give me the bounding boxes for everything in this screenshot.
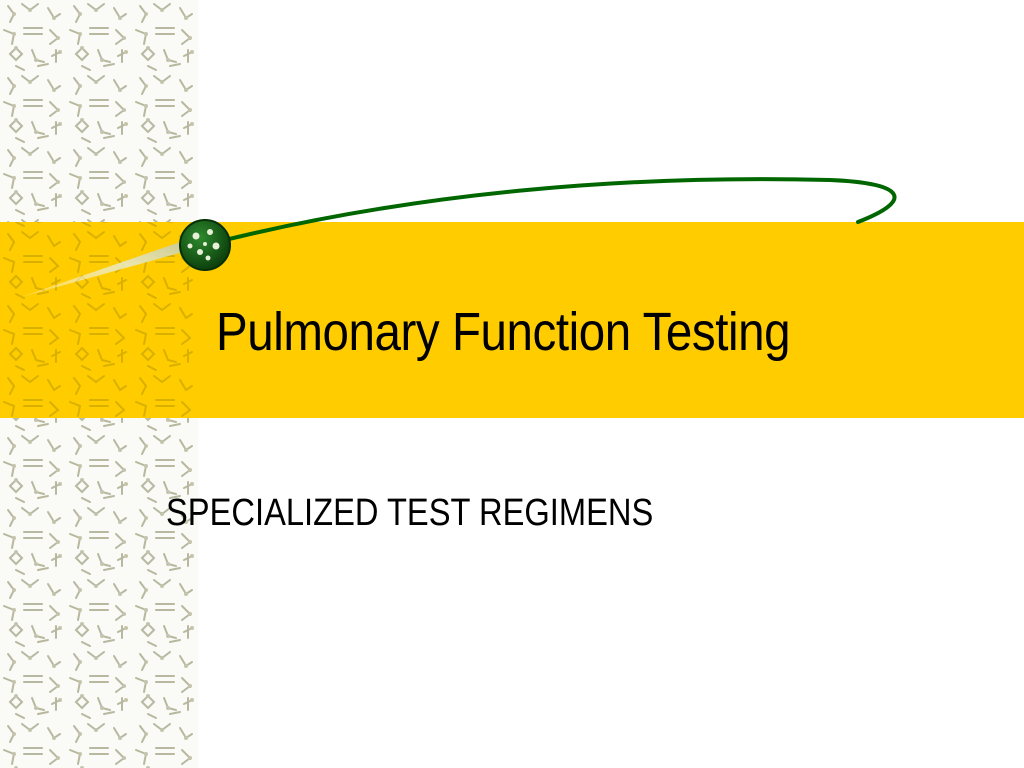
slide-title: Pulmonary Function Testing <box>216 302 791 362</box>
band-molecule-pattern <box>0 222 198 418</box>
band-molecule-pattern-icon <box>0 222 198 418</box>
slide-subtitle: SPECIALIZED TEST REGIMENS <box>166 492 654 534</box>
